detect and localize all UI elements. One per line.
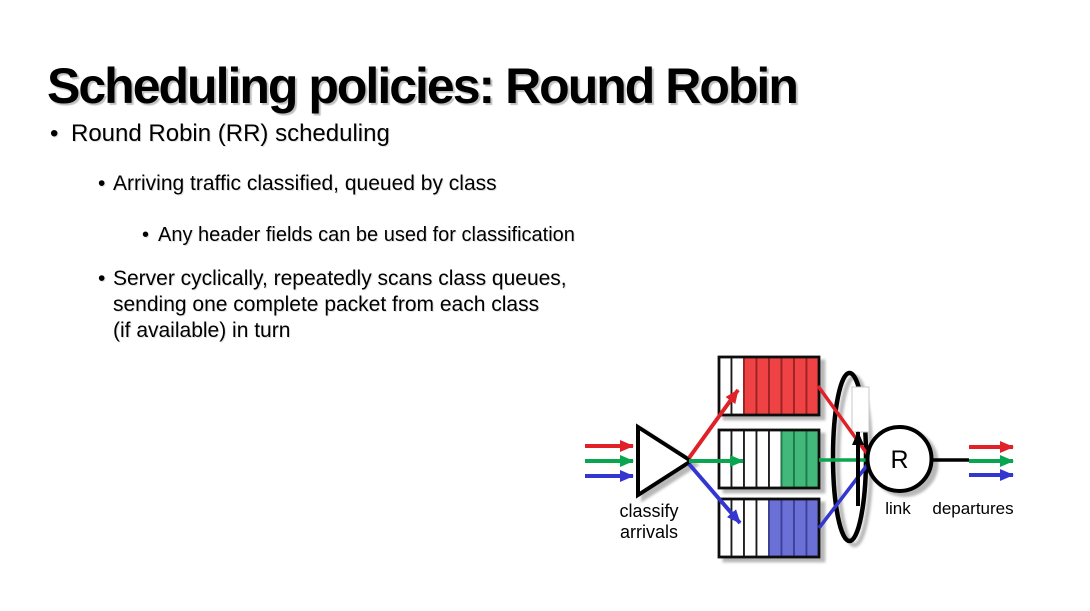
departures-label: departures <box>932 499 1013 518</box>
queue-cell-packet <box>768 498 783 558</box>
bullet-marker: • <box>142 224 150 246</box>
bullet-text: Round Robin (RR) scheduling <box>71 120 390 147</box>
scan-marker-box <box>851 386 870 433</box>
bullet-item-4: • Server cyclically, repeatedly scans cl… <box>98 266 567 344</box>
link-label: link <box>885 499 911 518</box>
bullet-marker: • <box>98 267 106 290</box>
classify-arrow-red <box>687 388 740 460</box>
queue-cell-packet <box>793 356 808 416</box>
bullet-item-1: • Round Robin (RR) scheduling <box>50 120 390 149</box>
queue-cell-packet <box>780 498 795 558</box>
red-class-queue <box>717 355 821 417</box>
classifier-triangle <box>636 423 695 499</box>
queue-cell-packet <box>780 356 795 416</box>
queue-cell-empty <box>730 498 745 558</box>
queue-cell-packet <box>743 356 758 416</box>
classify-label-line2: arrivals <box>620 522 678 542</box>
bullet-item-2: • Arriving traffic classified, queued by… <box>98 171 497 196</box>
queue-cell-packet <box>793 429 808 489</box>
bullet-marker: • <box>98 172 106 195</box>
queue-cell-empty <box>768 429 783 489</box>
bullet-item-3: • Any header fields can be used for clas… <box>142 223 575 247</box>
queue-cell-empty <box>755 429 770 489</box>
classify-arrow-blue <box>687 462 742 525</box>
bullet-text: Any header fields can be used for classi… <box>158 224 575 246</box>
queue-cell-packet <box>805 429 820 489</box>
queue-cell-empty <box>755 498 770 558</box>
queue-cell-empty <box>743 498 758 558</box>
green-class-queue <box>717 428 821 490</box>
queue-cell-empty <box>730 356 745 416</box>
queue-cell-packet <box>780 429 795 489</box>
bullet-text: Arriving traffic classified, queued by c… <box>113 172 497 195</box>
bullet-text: Server cyclically, repeatedly scans clas… <box>113 267 567 342</box>
classify-label-line1: classify <box>619 501 678 521</box>
queue-cell-packet <box>755 356 770 416</box>
bullet-marker: • <box>50 120 59 147</box>
queue-cell-packet <box>768 356 783 416</box>
queue-cell-packet <box>805 356 820 416</box>
slide-title: Scheduling policies: Round Robin <box>47 57 799 114</box>
queue-cell-packet <box>793 498 808 558</box>
queue-cell-packet <box>805 498 820 558</box>
server-label: R <box>890 446 908 474</box>
queue-cell-empty <box>743 429 758 489</box>
blue-class-queue <box>717 497 821 559</box>
